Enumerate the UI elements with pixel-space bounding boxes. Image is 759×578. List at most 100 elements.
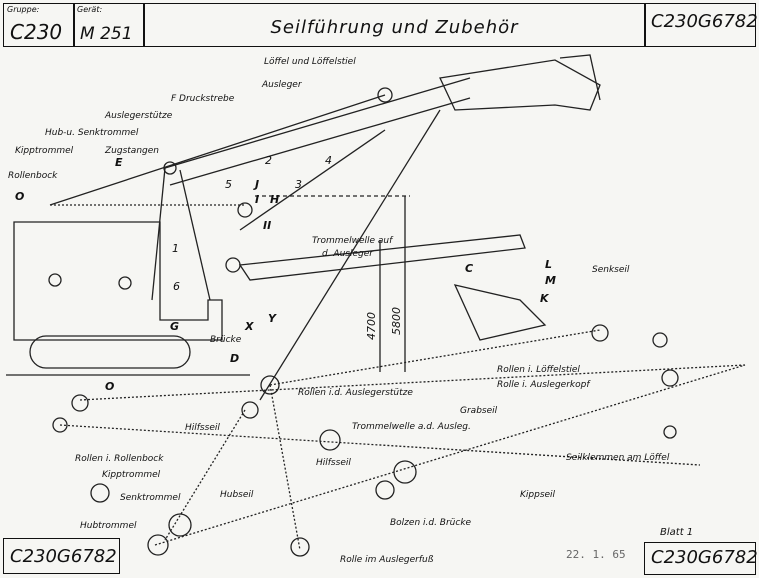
device-label: Gerät:: [77, 5, 103, 14]
date-stamp: 22. 1. 65: [566, 548, 626, 561]
drum-kipp-top: [48, 273, 62, 287]
drum-kipptrommel: [90, 483, 110, 503]
cable-run-1: [79, 364, 746, 401]
label-greifseil: Grabseil: [460, 406, 498, 416]
letter-O-top: O: [15, 190, 24, 203]
number-6: 6: [173, 280, 180, 293]
number-5: 5: [225, 178, 232, 191]
doc-number-box-top: C230G6782: [644, 3, 758, 47]
label-kippseil: Kippseil: [520, 490, 556, 500]
doc-number-box-bottom-right: C230G6782: [644, 542, 758, 575]
letter-C: C: [465, 262, 473, 275]
cable-run-2: [59, 424, 701, 466]
label-ausleger: Ausleger: [261, 80, 303, 90]
letter-O-bottom: O: [105, 380, 114, 393]
dimension-4700: 4700: [365, 312, 378, 340]
cable-run-3: [154, 364, 746, 546]
boom-support-left: [151, 167, 166, 301]
sheave-loeffelstiel: [591, 324, 609, 342]
group-label: Gruppe:: [7, 5, 40, 14]
strut-line-2: [239, 129, 386, 231]
boom-second-position: [238, 234, 526, 281]
label-trommelwelle-auf-2: d. Ausleger: [322, 249, 374, 259]
number-3: 3: [295, 178, 302, 191]
label-hilfsseil-1: Hilfsseil: [185, 423, 220, 433]
label-kipptrommel-top: Kipptrommel: [15, 146, 74, 156]
label-druckstrebe: F Druckstrebe: [171, 94, 235, 104]
drum-senktrommel: [168, 513, 192, 537]
sheave-auslegerstuetze-2: [241, 401, 259, 419]
pin-stick: [377, 87, 393, 103]
label-kipptrommel-bottom: Kipptrommel: [102, 470, 161, 480]
label-rolle-auslegerfuss: Rolle im Auslegerfuß: [340, 555, 434, 565]
doc-number-bottom-left: C230G6782: [10, 546, 117, 567]
boom-foot-run: [269, 384, 301, 551]
number-1: 1: [172, 242, 179, 255]
label-trommelwelle-od: Trommelwelle a.d. Ausleg.: [352, 422, 471, 432]
doc-number-bottom-right: C230G6782: [651, 547, 758, 568]
number-2: 2: [265, 154, 272, 167]
number-4: 4: [325, 154, 332, 167]
boom-support-right: [179, 169, 211, 301]
strut-line: [259, 109, 441, 401]
letter-K: K: [540, 292, 550, 305]
letter-G: G: [170, 320, 179, 333]
label-trommelwelle-auf-1: Trommelwelle auf: [312, 236, 394, 246]
crawler-track: [29, 335, 191, 369]
label-senktrommel: Senktrommel: [120, 493, 181, 503]
sheave-head-2: [652, 332, 668, 348]
boom-upper-line: [164, 77, 471, 169]
letter-Y: Y: [268, 312, 277, 325]
pin-trommelwelle-auf: [225, 257, 241, 273]
label-senkseil: Senkseil: [592, 265, 630, 275]
letter-II: II: [263, 219, 271, 232]
sheave-auslegerkopf: [661, 369, 679, 387]
label-auslegerstuetze: Auslegerstütze: [104, 111, 173, 121]
hubseil-run: [164, 409, 246, 541]
bucket-teeth: [559, 54, 601, 101]
machine-body: [13, 221, 223, 341]
doc-number-box-bottom-left: C230G6782: [3, 538, 120, 574]
drum-trommelwelle: [319, 429, 341, 451]
letter-J: J: [253, 178, 259, 191]
letter-E: E: [115, 156, 123, 169]
cable-clamp: [663, 425, 677, 439]
sheave-rollenbock-1: [71, 394, 89, 412]
boom-lower-line: [169, 97, 471, 186]
label-hilfsseil-2: Hilfsseil: [316, 458, 351, 468]
doc-number-top: C230G6782: [651, 11, 758, 32]
label-rollen-auslegerstuetze: Rollen i.d. Auslegerstütze: [298, 388, 413, 398]
drum-hubtrommel: [147, 534, 169, 556]
label-zugstangen: Zugstangen: [104, 146, 159, 156]
sheet-number: Blatt 1: [660, 527, 694, 538]
letter-I: I: [255, 193, 259, 206]
title-box: Seilführung und Zubehör: [143, 3, 646, 47]
sheave-auslegerstuetze: [260, 375, 280, 395]
letter-D: D: [230, 352, 239, 365]
label-seilklemmen: Seilklemmen am Löffel: [566, 453, 670, 463]
drawing-title: Seilführung und Zubehör: [270, 17, 519, 38]
dimension-5800: 5800: [390, 307, 403, 335]
letter-M: M: [545, 274, 556, 287]
drum-hub-top: [118, 276, 132, 290]
label-hub-senk: Hub-u. Senktrommel: [45, 128, 139, 138]
label-rolle-auslegerkopf: Rolle i. Auslegerkopf: [497, 380, 591, 390]
label-rollenbock: Rollenbock: [8, 171, 58, 181]
letter-H: H: [270, 193, 279, 206]
device-box: Gerät: M 251: [73, 3, 145, 47]
group-value: C230: [10, 20, 63, 44]
label-rollen-loeffelstiel: Rollen i. Löffelstiel: [497, 365, 580, 375]
senkseil-run: [269, 329, 601, 386]
label-bolzen-bruecke: Bolzen i.d. Brücke: [390, 518, 472, 528]
pin-I: [237, 202, 253, 218]
top-cable-2: [49, 94, 386, 206]
label-bruecke: Brücke: [210, 335, 242, 345]
bucket-stick: [439, 59, 601, 111]
letter-X: X: [244, 320, 254, 333]
sheave-auslegerfuss: [290, 537, 310, 557]
device-value: M 251: [80, 24, 133, 44]
label-rollen-rollenbock: Rollen i. Rollenbock: [75, 454, 164, 464]
drum-greifseil-2: [375, 480, 395, 500]
